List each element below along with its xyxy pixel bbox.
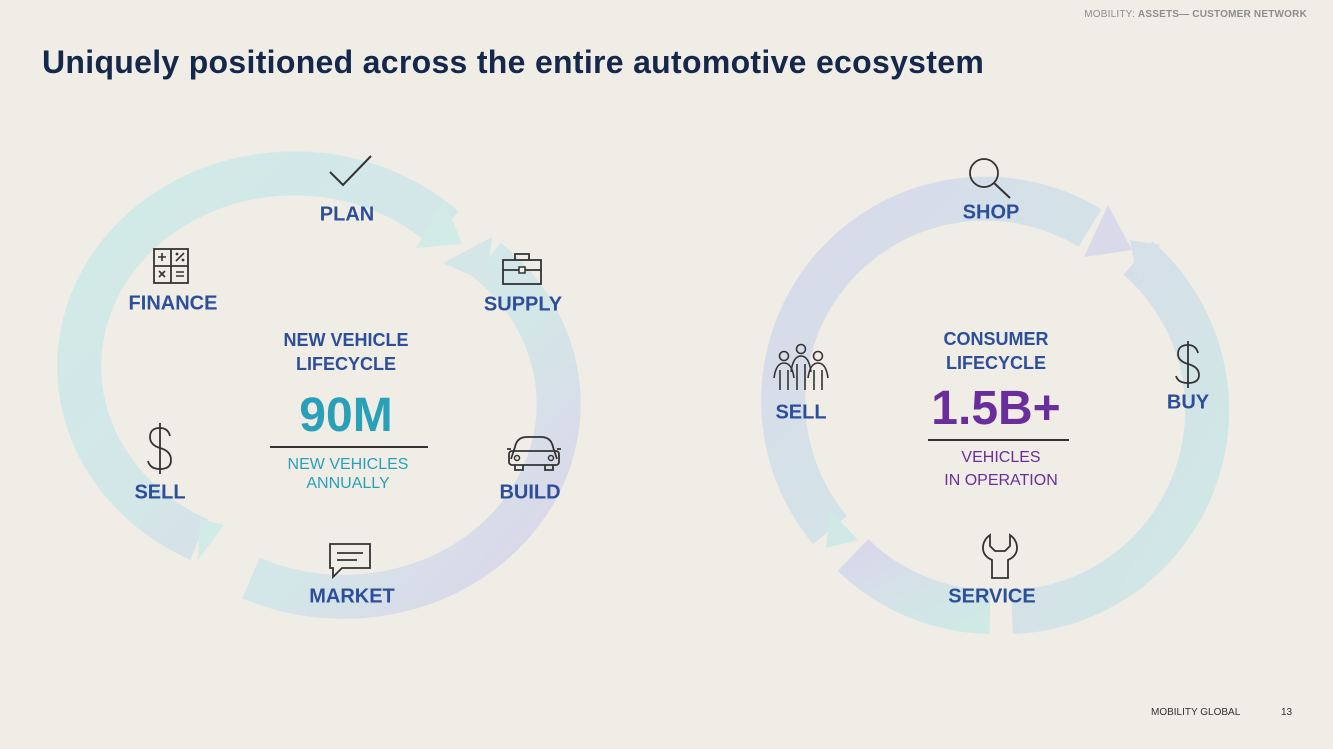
left-label-build: BUILD [499,481,561,504]
right-ring-arrowhead-1 [1084,205,1132,257]
right-center-sub: VEHICLES IN OPERATION [944,446,1058,492]
dollar-icon-right [1175,341,1200,388]
dollar-icon-left [147,423,172,474]
breadcrumb-prefix: MOBILITY: [1084,9,1135,20]
footer-brand: MOBILITY GLOBAL [1151,707,1241,718]
right-label-service: SERVICE [948,585,1036,608]
right-center-sub2: IN OPERATION [944,472,1058,489]
left-label-finance: FINANCE [128,292,218,315]
magnifier-icon [969,158,1011,199]
right-ring-arrowhead-3 [826,510,858,548]
right-label-shop: SHOP [962,201,1020,224]
right-center-block: CONSUMER LIFECYCLE 1.5B+ [931,327,1060,435]
right-center-line1: CONSUMER [943,329,1049,349]
left-center-divider [270,446,428,448]
left-center-sub2: ANNUALLY [306,475,390,492]
breadcrumb-main: ASSETS— CUSTOMER NETWORK [1137,9,1307,20]
right-center-sub1: VEHICLES [961,449,1041,466]
right-cycle-ring [761,176,1230,634]
left-ring-arrowhead-2 [443,237,492,282]
page-number: 13 [1281,707,1293,718]
left-center-sub: NEW VEHICLES ANNUALLY [288,455,409,493]
wrench-icon [982,533,1018,579]
right-label-sell: SELL [775,401,827,424]
left-ring-arrowhead-3 [198,519,224,560]
left-ring-arc-main [57,151,459,560]
right-ring-arc-2 [1011,241,1230,634]
people-icon [773,343,829,390]
left-label-plan: PLAN [319,203,375,226]
car-icon [507,436,561,471]
left-cycle-ring [57,151,581,619]
left-center-sub1: NEW VEHICLES [287,456,409,473]
left-center-line1: NEW VEHICLE [283,330,409,350]
left-center-block: NEW VEHICLE LIFECYCLE 90M [283,328,408,442]
check-icon [329,155,372,187]
right-center-value: 1.5B+ [931,382,1061,435]
right-ring-arc-3 [837,538,991,634]
right-center-line2: LIFECYCLE [945,353,1047,373]
left-center-value: 90M [299,389,393,442]
left-ring-arc-2 [242,242,581,619]
right-label-buy: BUY [1166,391,1210,414]
left-label-supply: SUPPLY [483,293,563,316]
right-center-divider [928,439,1069,441]
left-center-line2: LIFECYCLE [295,354,397,374]
left-ring-arrowhead-1 [416,200,462,248]
right-ring-arrowhead-2 [1130,240,1160,282]
left-label-market: MARKET [309,585,395,608]
right-ring-arc-1 [761,176,1102,545]
briefcase-icon [502,253,542,285]
page-title: Uniquely positioned across the entire au… [42,44,985,80]
breadcrumb: MOBILITY: ASSETS— CUSTOMER NETWORK [1084,9,1307,20]
left-label-sell: SELL [134,481,186,504]
chat-icon [329,543,371,579]
calculator-icon [153,248,189,284]
